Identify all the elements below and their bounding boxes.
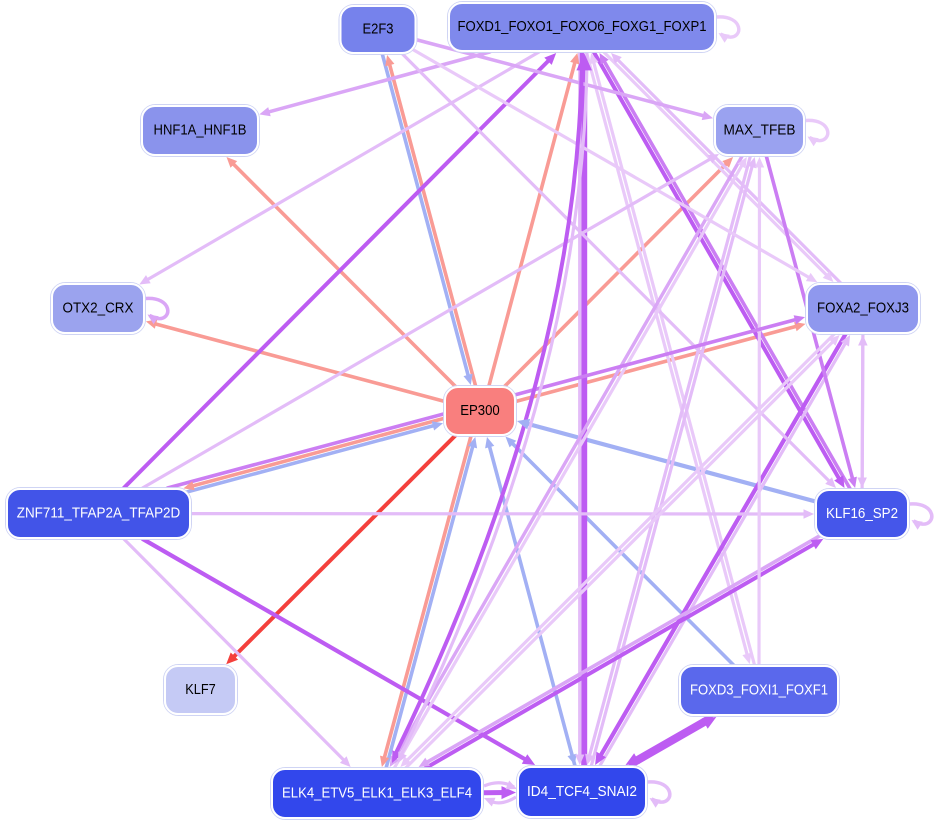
svg-text:MAX_TFEB: MAX_TFEB bbox=[724, 123, 796, 139]
svg-text:KLF16_SP2: KLF16_SP2 bbox=[826, 506, 898, 522]
svg-text:FOXD3_FOXI1_FOXF1: FOXD3_FOXI1_FOXF1 bbox=[690, 683, 828, 699]
svg-text:EP300: EP300 bbox=[460, 403, 500, 419]
svg-text:OTX2_CRX: OTX2_CRX bbox=[63, 301, 134, 317]
svg-text:FOXA2_FOXJ3: FOXA2_FOXJ3 bbox=[817, 301, 909, 317]
svg-text:ELK4_ETV5_ELK1_ELK3_ELF4: ELK4_ETV5_ELK1_ELK3_ELF4 bbox=[282, 786, 472, 802]
svg-text:FOXD1_FOXO1_FOXO6_FOXG1_FOXP1: FOXD1_FOXO1_FOXO6_FOXG1_FOXP1 bbox=[458, 19, 707, 35]
svg-text:ZNF711_TFAP2A_TFAP2D: ZNF711_TFAP2A_TFAP2D bbox=[17, 506, 181, 522]
svg-text:ID4_TCF4_SNAI2: ID4_TCF4_SNAI2 bbox=[527, 784, 637, 800]
svg-text:E2F3: E2F3 bbox=[363, 22, 394, 38]
svg-text:HNF1A_HNF1B: HNF1A_HNF1B bbox=[154, 123, 247, 139]
svg-text:KLF7: KLF7 bbox=[185, 682, 216, 698]
